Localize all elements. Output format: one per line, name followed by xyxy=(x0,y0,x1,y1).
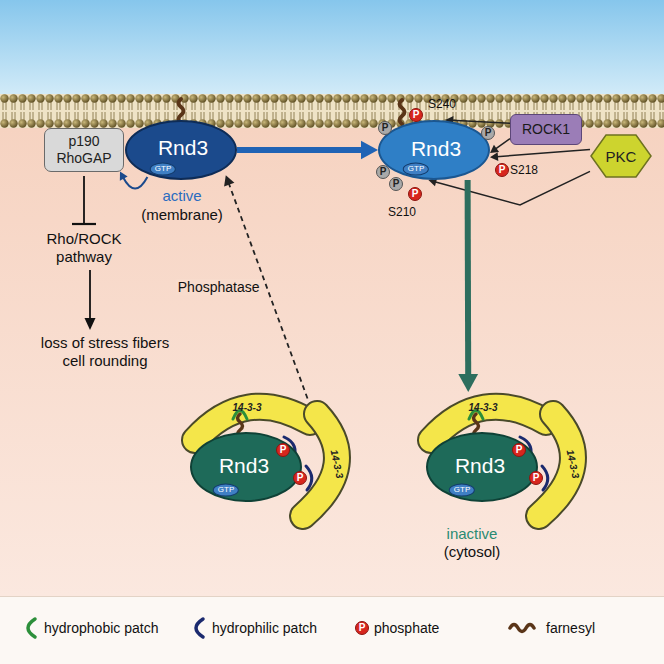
phosphate-marker: P xyxy=(378,121,392,135)
protein-label: 14-3-3 xyxy=(233,402,262,413)
farnesyl-anchor xyxy=(400,100,405,124)
connector-line xyxy=(465,180,472,376)
site-label: S210 xyxy=(388,205,416,219)
arrow-line xyxy=(89,270,91,319)
connector-line xyxy=(495,139,510,150)
protein-label: Rnd3 xyxy=(158,136,208,160)
connector-line xyxy=(496,149,590,156)
cytosol xyxy=(0,128,664,596)
arrow-head xyxy=(361,141,378,160)
connector xyxy=(458,180,478,392)
edge-label: Phosphatase xyxy=(176,279,262,295)
connector xyxy=(120,172,148,189)
location-label: (membrane) xyxy=(141,206,223,223)
connector xyxy=(490,139,510,153)
inhibition-bar xyxy=(72,223,96,225)
kinase-box: ROCK1 xyxy=(510,114,582,145)
arrow-head xyxy=(458,374,478,392)
gtp-badge: GTP xyxy=(449,484,475,497)
phosphate-marker: P xyxy=(529,471,543,485)
phosphate-marker: P xyxy=(389,177,403,191)
legend-border xyxy=(0,596,664,597)
phosphate-marker: P xyxy=(512,443,526,457)
legend-text: hydrophilic patch xyxy=(212,620,317,636)
legend-band xyxy=(0,596,664,664)
phosphate-marker: P xyxy=(408,187,422,201)
legend-phosphate-marker: P xyxy=(355,621,369,635)
kinase-label: PKC xyxy=(606,148,637,165)
gtp-badge: GTP xyxy=(150,163,176,176)
state-label: inactive xyxy=(447,525,498,542)
arrow-head xyxy=(85,318,96,330)
state-label: active xyxy=(162,187,201,204)
inhibition-line xyxy=(83,176,85,224)
protein-ellipse: Rnd3GTP xyxy=(378,120,490,180)
location-label: (cytosol) xyxy=(444,543,501,560)
farnesyl-sample xyxy=(510,625,534,632)
phosphate-marker: P xyxy=(481,126,495,140)
phosphate-marker: P xyxy=(409,108,423,122)
connector xyxy=(490,149,590,161)
site-label: S218 xyxy=(510,163,538,177)
site-label: S240 xyxy=(428,97,456,111)
legend-text: phosphate xyxy=(374,620,439,636)
gtp-badge: GTP xyxy=(213,484,239,497)
kinase-hexagon: PKC xyxy=(590,134,652,178)
pathway-label: Rho/ROCK pathway xyxy=(34,230,134,266)
legend-text: farnesyl xyxy=(546,620,595,636)
arrow-head xyxy=(120,172,128,181)
protein-label: Rnd3 xyxy=(455,454,505,478)
gtp-badge: GTP xyxy=(403,163,429,176)
arrow-head xyxy=(224,175,234,186)
kinase-label: ROCK1 xyxy=(515,121,577,138)
protein-label: Rnd3 xyxy=(219,454,269,478)
protein-label: p190 RhoGAP xyxy=(49,133,119,167)
protein-label: Rnd3 xyxy=(411,137,461,161)
connector-line xyxy=(237,147,363,153)
hydrophobic-sample xyxy=(28,619,35,637)
phosphate-marker: P xyxy=(495,163,509,177)
protein-label: 14-3-3 xyxy=(469,402,498,413)
extracellular-space xyxy=(0,0,664,95)
hydrophilic-sample xyxy=(196,619,203,637)
connector-line xyxy=(123,177,147,189)
arrow-head xyxy=(490,145,499,153)
connector xyxy=(237,141,378,160)
arrow-head xyxy=(490,152,498,161)
legend-text: hydrophobic patch xyxy=(44,620,158,636)
phosphate-marker: P xyxy=(276,443,290,457)
phosphate-marker: P xyxy=(376,165,390,179)
protein-box: p190 RhoGAP xyxy=(44,128,124,172)
phosphate-marker: P xyxy=(293,471,307,485)
outcome-label: loss of stress fibers cell rounding xyxy=(30,334,180,370)
protein-ellipse: Rnd3GTPactive(membrane) xyxy=(125,120,237,180)
